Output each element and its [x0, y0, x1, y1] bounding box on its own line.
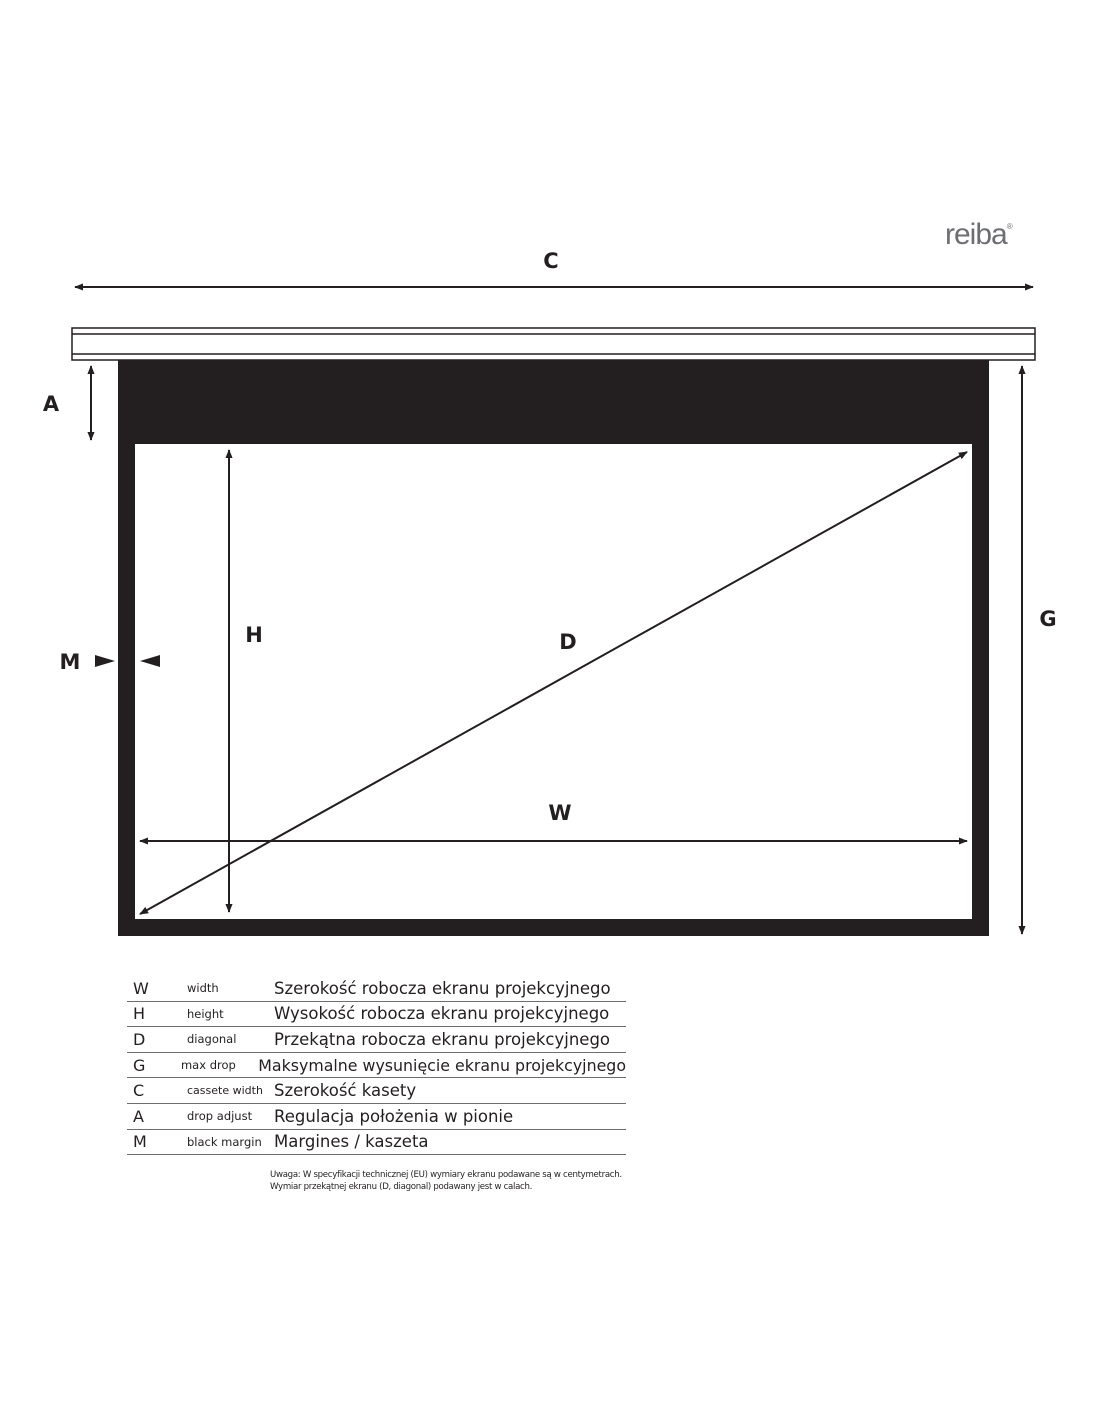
label-c: C	[543, 249, 558, 273]
label-m: M	[60, 650, 81, 674]
legend-key: M	[133, 1132, 147, 1152]
units-note: Uwaga: W specyfikacji technicznej (EU) w…	[270, 1169, 622, 1193]
legend-english: height	[187, 1006, 224, 1021]
legend-polish: Szerokość robocza ekranu projekcyjnego	[274, 978, 611, 998]
legend-key: W	[133, 978, 149, 998]
legend-polish: Margines / kaszeta	[274, 1132, 429, 1152]
cassette	[71, 327, 1036, 361]
registered-mark: ®	[1006, 222, 1013, 231]
legend-polish: Wysokość robocza ekranu projekcyjnego	[274, 1004, 610, 1024]
legend-english: width	[187, 981, 219, 996]
legend-english: cassete width	[187, 1084, 263, 1098]
label-d: D	[559, 630, 576, 654]
legend-key: D	[133, 1029, 146, 1049]
legend-polish: Szerokość kasety	[274, 1081, 417, 1101]
legend-english: max drop	[180, 1058, 236, 1073]
legend-english: drop adjust	[187, 1109, 253, 1124]
margin-arrow-left	[140, 655, 160, 667]
label-g: G	[1039, 607, 1056, 631]
diagonal-arrow	[139, 451, 968, 915]
legend-key: C	[133, 1081, 145, 1101]
legend-key: H	[133, 1004, 146, 1024]
logo-text: reiba	[945, 218, 1008, 251]
reiba-logo: reiba®	[945, 218, 1013, 252]
legend-key: G	[133, 1055, 146, 1075]
legend-english: black margin	[187, 1134, 262, 1149]
legend-polish: Regulacja położenia w pionie	[274, 1106, 514, 1126]
label-h: H	[245, 623, 263, 647]
label-a: A	[43, 392, 60, 416]
legend-key: A	[133, 1106, 144, 1126]
screen-dimension-diagram: C A M H D W G	[43, 249, 1057, 936]
note-line-2: Wymiar przekątnej ekranu (D, diagonal) p…	[270, 1182, 533, 1192]
legend-english: diagonal	[187, 1032, 237, 1047]
margin-arrow-right	[95, 655, 115, 667]
label-w: W	[548, 801, 571, 825]
legend-polish: Przekątna robocza ekranu projekcyjnego	[274, 1029, 611, 1049]
note-line-1: Uwaga: W specyfikacji technicznej (EU) w…	[270, 1170, 622, 1180]
legend-polish: Maksymalne wysunięcie ekranu projekcyjne…	[258, 1055, 626, 1075]
